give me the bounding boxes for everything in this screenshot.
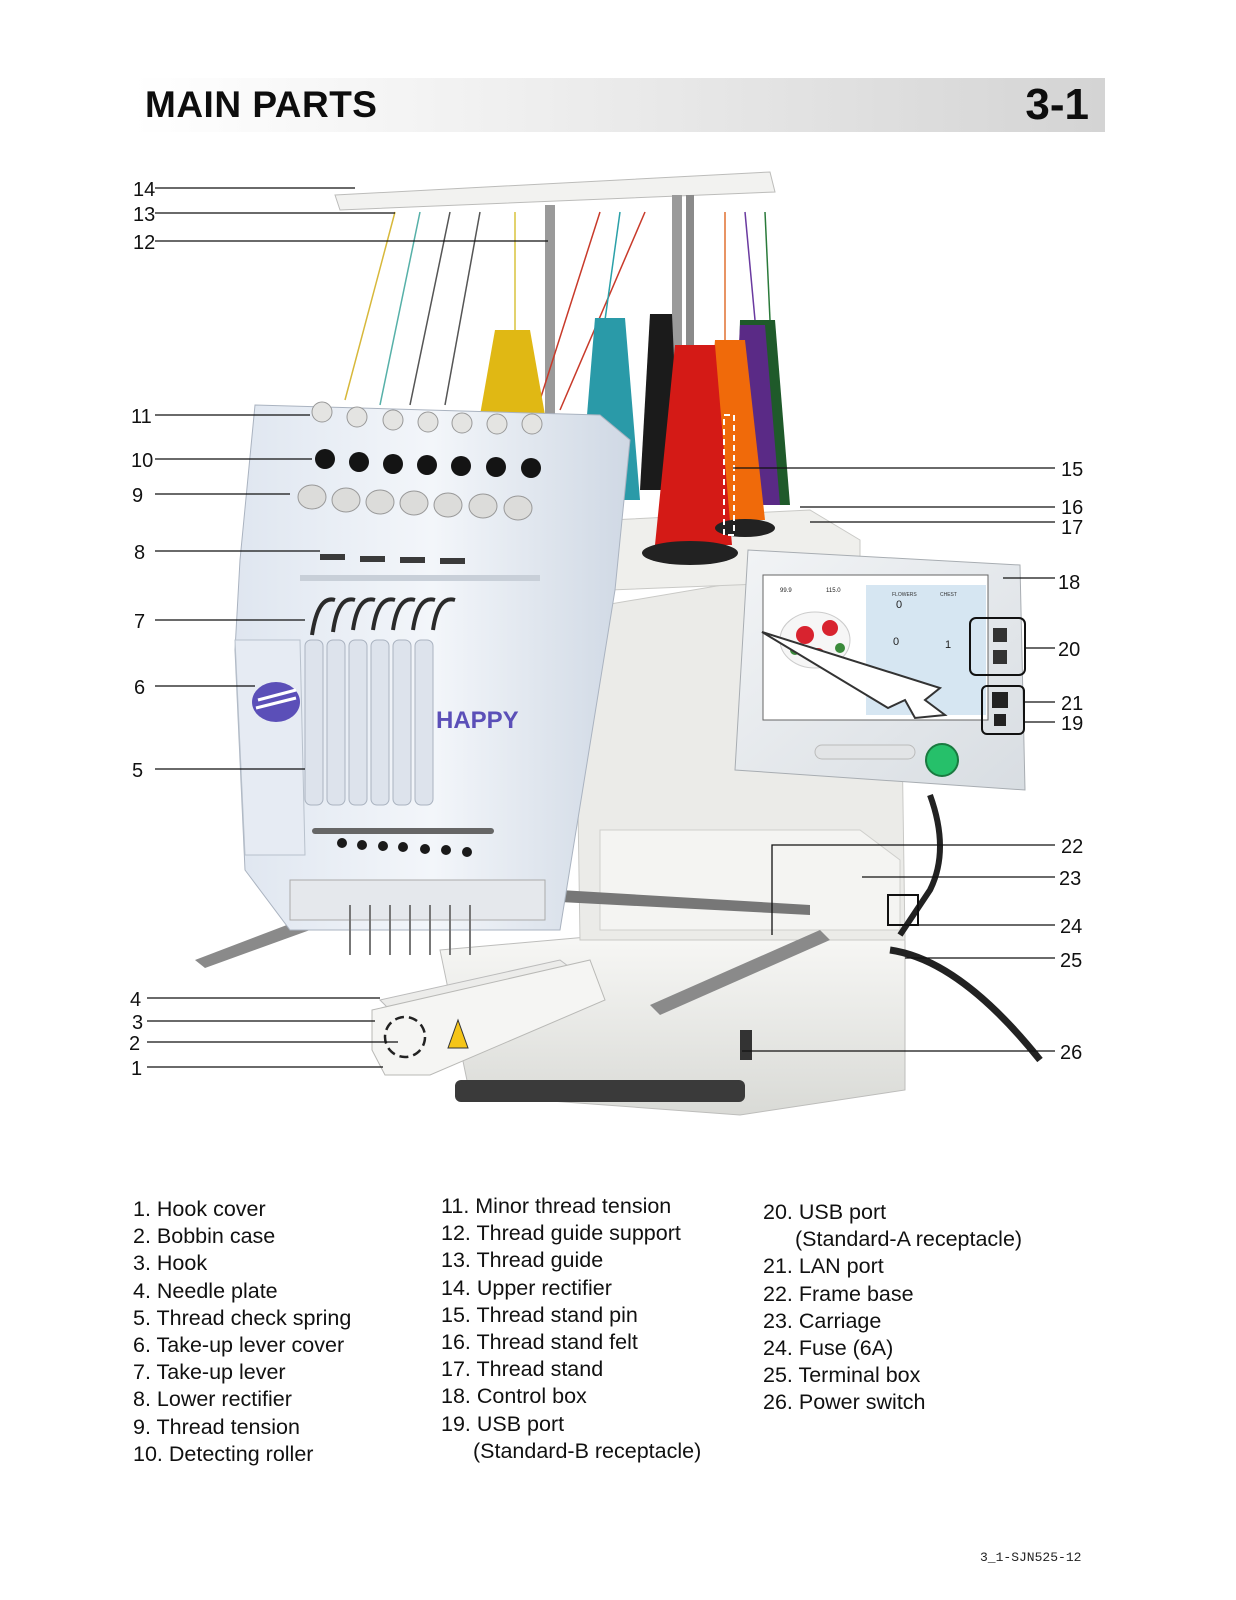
legend-item: 11. Minor thread tension: [441, 1193, 701, 1220]
callout-16: 16: [1061, 497, 1083, 519]
callout-10: 10: [131, 450, 153, 472]
legend-item: 1. Hook cover: [133, 1196, 351, 1223]
legend-item: 7. Take-up lever: [133, 1359, 351, 1386]
legend-item: 15. Thread stand pin: [441, 1302, 701, 1329]
callout-8: 8: [134, 542, 145, 564]
screen-mid-value: 115.0: [826, 588, 841, 594]
machine-figure: HAPPY: [0, 0, 1236, 1160]
legend-column-3: 20. USB port (Standard-A receptacle) 21.…: [763, 1199, 1022, 1417]
legend-column-1: 1. Hook cover 2. Bobbin case 3. Hook 4. …: [133, 1196, 351, 1468]
legend-item: 25. Terminal box: [763, 1362, 1022, 1389]
usb-b-port-icon: [994, 714, 1006, 726]
legend-item: 24. Fuse (6A): [763, 1335, 1022, 1362]
callout-2: 2: [129, 1033, 140, 1055]
legend-item: 5. Thread check spring: [133, 1305, 351, 1332]
legend-item: 6. Take-up lever cover: [133, 1332, 351, 1359]
screen-one: 1: [945, 639, 951, 651]
legend-item: 26. Power switch: [763, 1389, 1022, 1416]
legend-item: 21. LAN port: [763, 1253, 1022, 1280]
screen-zero-a: 0: [896, 599, 902, 611]
callout-12: 12: [133, 232, 155, 254]
legend-item: 10. Detecting roller: [133, 1441, 351, 1468]
callout-9: 9: [132, 485, 143, 507]
power-cable: [900, 795, 940, 935]
callout-11: 11: [131, 406, 152, 428]
callout-3: 3: [132, 1012, 143, 1034]
legend-item: 22. Frame base: [763, 1281, 1022, 1308]
callout-5: 5: [132, 760, 143, 782]
callout-17: 17: [1061, 517, 1083, 539]
legend-item-continuation: (Standard-B receptacle): [441, 1438, 701, 1465]
callout-6: 6: [134, 677, 145, 699]
start-button-icon: [926, 744, 958, 776]
callout-14: 14: [133, 179, 155, 201]
control-box: 99.9 115.0 FLOWERS CHEST 0 0 1: [735, 550, 1025, 790]
legend-item: 19. USB port: [441, 1411, 701, 1438]
callout-18: 18: [1058, 572, 1080, 594]
callout-4: 4: [130, 989, 141, 1011]
legend-item: 12. Thread guide support: [441, 1220, 701, 1247]
screen-field-a: FLOWERS: [892, 592, 917, 598]
legend-item: 14. Upper rectifier: [441, 1275, 701, 1302]
callout-13: 13: [133, 204, 155, 226]
callout-15: 15: [1061, 459, 1083, 481]
callout-25: 25: [1060, 950, 1082, 972]
callout-7: 7: [134, 611, 145, 633]
screen-left-value: 99.9: [780, 588, 792, 594]
legend-item: 23. Carriage: [763, 1308, 1022, 1335]
screen-field-b: CHEST: [940, 592, 957, 598]
callout-20: 20: [1058, 639, 1080, 661]
callout-19: 19: [1061, 713, 1083, 735]
callout-21: 21: [1061, 693, 1083, 715]
legend-item: 13. Thread guide: [441, 1247, 701, 1274]
callout-24: 24: [1060, 916, 1082, 938]
legend-item: 8. Lower rectifier: [133, 1386, 351, 1413]
legend-item-continuation: (Standard-A receptacle): [763, 1226, 1022, 1253]
callout-23: 23: [1059, 868, 1081, 890]
callout-26: 26: [1060, 1042, 1082, 1064]
legend-item: 16. Thread stand felt: [441, 1329, 701, 1356]
legend-item: 17. Thread stand: [441, 1356, 701, 1383]
document-reference: 3_1-SJN525-12: [980, 1550, 1081, 1565]
legend-column-2: 11. Minor thread tension 12. Thread guid…: [441, 1193, 701, 1465]
callout-22: 22: [1061, 836, 1083, 858]
legend-item: 3. Hook: [133, 1250, 351, 1277]
lan-port-icon: [992, 692, 1008, 708]
legend-item: 2. Bobbin case: [133, 1223, 351, 1250]
callout-1: 1: [131, 1058, 142, 1080]
legend-item: 20. USB port: [763, 1199, 1022, 1226]
brand-logo: HAPPY: [436, 707, 519, 734]
screen-zero-b: 0: [893, 636, 899, 648]
legend-item: 18. Control box: [441, 1383, 701, 1410]
legend-item: 4. Needle plate: [133, 1278, 351, 1305]
legend-item: 9. Thread tension: [133, 1414, 351, 1441]
terminal-cable: [890, 950, 1040, 1060]
